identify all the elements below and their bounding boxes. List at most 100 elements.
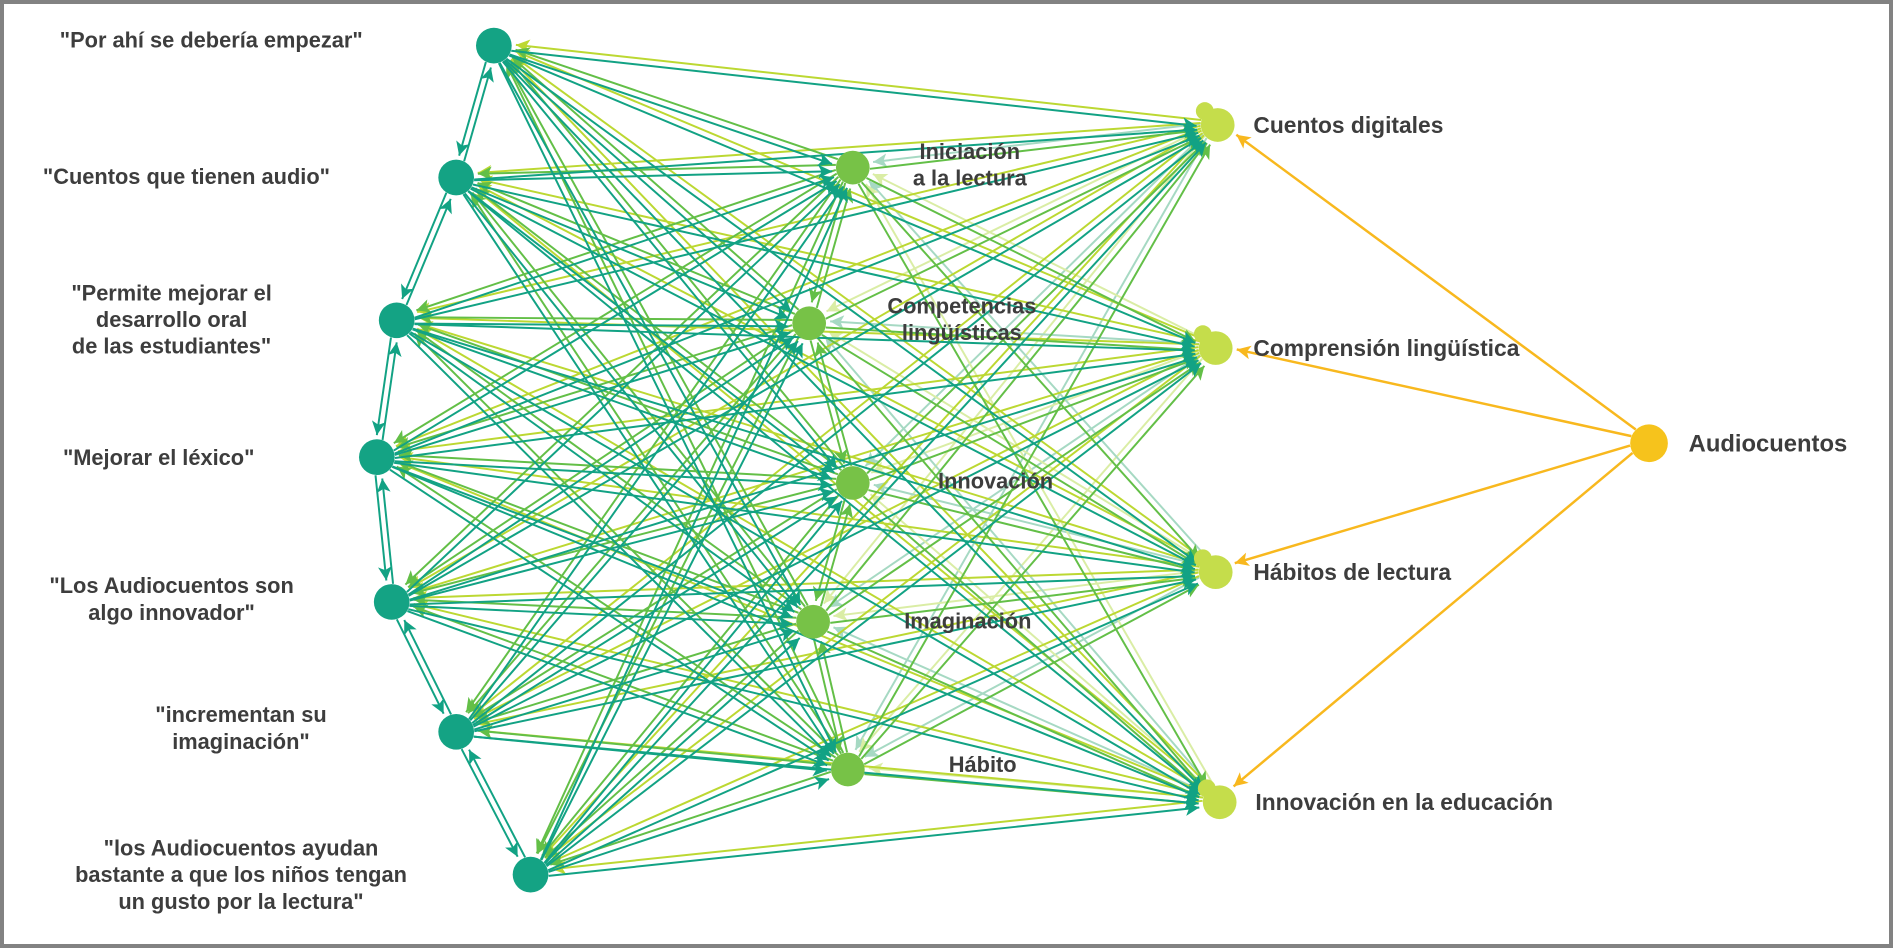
edge: [473, 351, 1200, 721]
edge: [376, 478, 395, 584]
edge: [471, 186, 790, 320]
node-circle: [512, 856, 549, 893]
node-q6[interactable]: [438, 713, 475, 750]
edge: [408, 137, 1202, 597]
edge: [409, 354, 1198, 601]
edge: [476, 183, 1203, 563]
edge: [415, 329, 802, 611]
edge: [381, 342, 402, 441]
edge: [403, 619, 452, 715]
edge: [477, 181, 796, 315]
node-root[interactable]: [1630, 424, 1668, 463]
node-circle: [438, 159, 475, 196]
edge: [471, 139, 1205, 724]
edge: [868, 489, 1195, 574]
node-label-m5: Hábito: [949, 752, 1017, 777]
edge: [395, 127, 1202, 448]
edge: [544, 141, 1207, 865]
node-m5[interactable]: [830, 752, 865, 787]
edge: [396, 465, 837, 759]
node-circle: [835, 466, 870, 500]
node-label-r4: Innovación en la educación: [1255, 789, 1553, 815]
node-m2[interactable]: [792, 306, 827, 341]
edge: [393, 461, 1195, 578]
node-label-q2: "Cuentos que tienen audio": [43, 164, 330, 189]
node-circle: [1198, 555, 1233, 590]
edge: [472, 183, 1195, 351]
edge: [863, 583, 1200, 766]
node-circle: [438, 713, 475, 750]
node-q5[interactable]: [373, 584, 410, 620]
edge: [828, 354, 1201, 609]
edge: [1234, 444, 1631, 566]
node-label-q1: "Por ahí se debería empezar": [60, 27, 363, 52]
edges-layer: [371, 39, 1637, 877]
edge: [394, 329, 791, 456]
edge: [374, 475, 392, 581]
edge: [412, 327, 1196, 572]
edge: [397, 346, 1199, 457]
edge: [858, 358, 1203, 753]
edge: [474, 164, 833, 182]
node-circle: [792, 306, 827, 341]
node-r2[interactable]: [1193, 325, 1233, 365]
node-q7[interactable]: [512, 856, 549, 893]
node-circle: [1202, 785, 1237, 820]
edge: [508, 54, 1196, 344]
edge: [821, 333, 1197, 565]
edge: [463, 67, 494, 162]
node-circle: [835, 150, 870, 185]
edge: [819, 503, 853, 607]
edge: [858, 144, 1211, 757]
node-q2[interactable]: [438, 159, 475, 196]
node-q4[interactable]: [359, 439, 395, 475]
edge: [471, 191, 806, 608]
edge: [462, 193, 835, 755]
node-r3[interactable]: [1193, 549, 1233, 590]
node-q1[interactable]: [476, 27, 512, 64]
edge: [394, 460, 832, 492]
edge: [407, 329, 794, 588]
edge: [460, 748, 519, 858]
edge: [395, 618, 445, 715]
nodes-layer: [359, 27, 1668, 893]
edge: [825, 136, 1201, 320]
node-m3[interactable]: [835, 466, 870, 500]
edge: [473, 359, 1200, 728]
node-circle: [796, 604, 830, 639]
node-r1[interactable]: [1195, 102, 1235, 142]
edge: [866, 177, 1197, 343]
edge: [548, 776, 830, 873]
node-r4[interactable]: [1197, 779, 1237, 820]
edge: [862, 495, 1203, 792]
edge: [543, 500, 843, 864]
edge: [470, 193, 843, 755]
edge: [472, 488, 838, 719]
edge: [408, 608, 1199, 804]
edge: [825, 326, 1195, 357]
edge: [470, 132, 1204, 717]
edge: [816, 337, 1205, 790]
edge: [551, 799, 1203, 875]
edge: [872, 122, 1201, 168]
edge: [418, 321, 1201, 566]
labels-layer: "Por ahí se debería empezar" "Cuentos que…: [43, 27, 1847, 914]
edge: [405, 198, 452, 306]
edge: [515, 39, 1202, 121]
edge: [864, 133, 1205, 467]
node-m4[interactable]: [796, 604, 830, 639]
edge: [416, 327, 1208, 792]
edge: [547, 582, 1199, 872]
node-circle: [373, 584, 410, 620]
node-m1[interactable]: [835, 150, 870, 185]
edge: [478, 725, 832, 766]
edge: [515, 47, 839, 161]
edge: [391, 465, 1200, 799]
node-q3[interactable]: [378, 302, 415, 339]
edge: [401, 192, 448, 300]
